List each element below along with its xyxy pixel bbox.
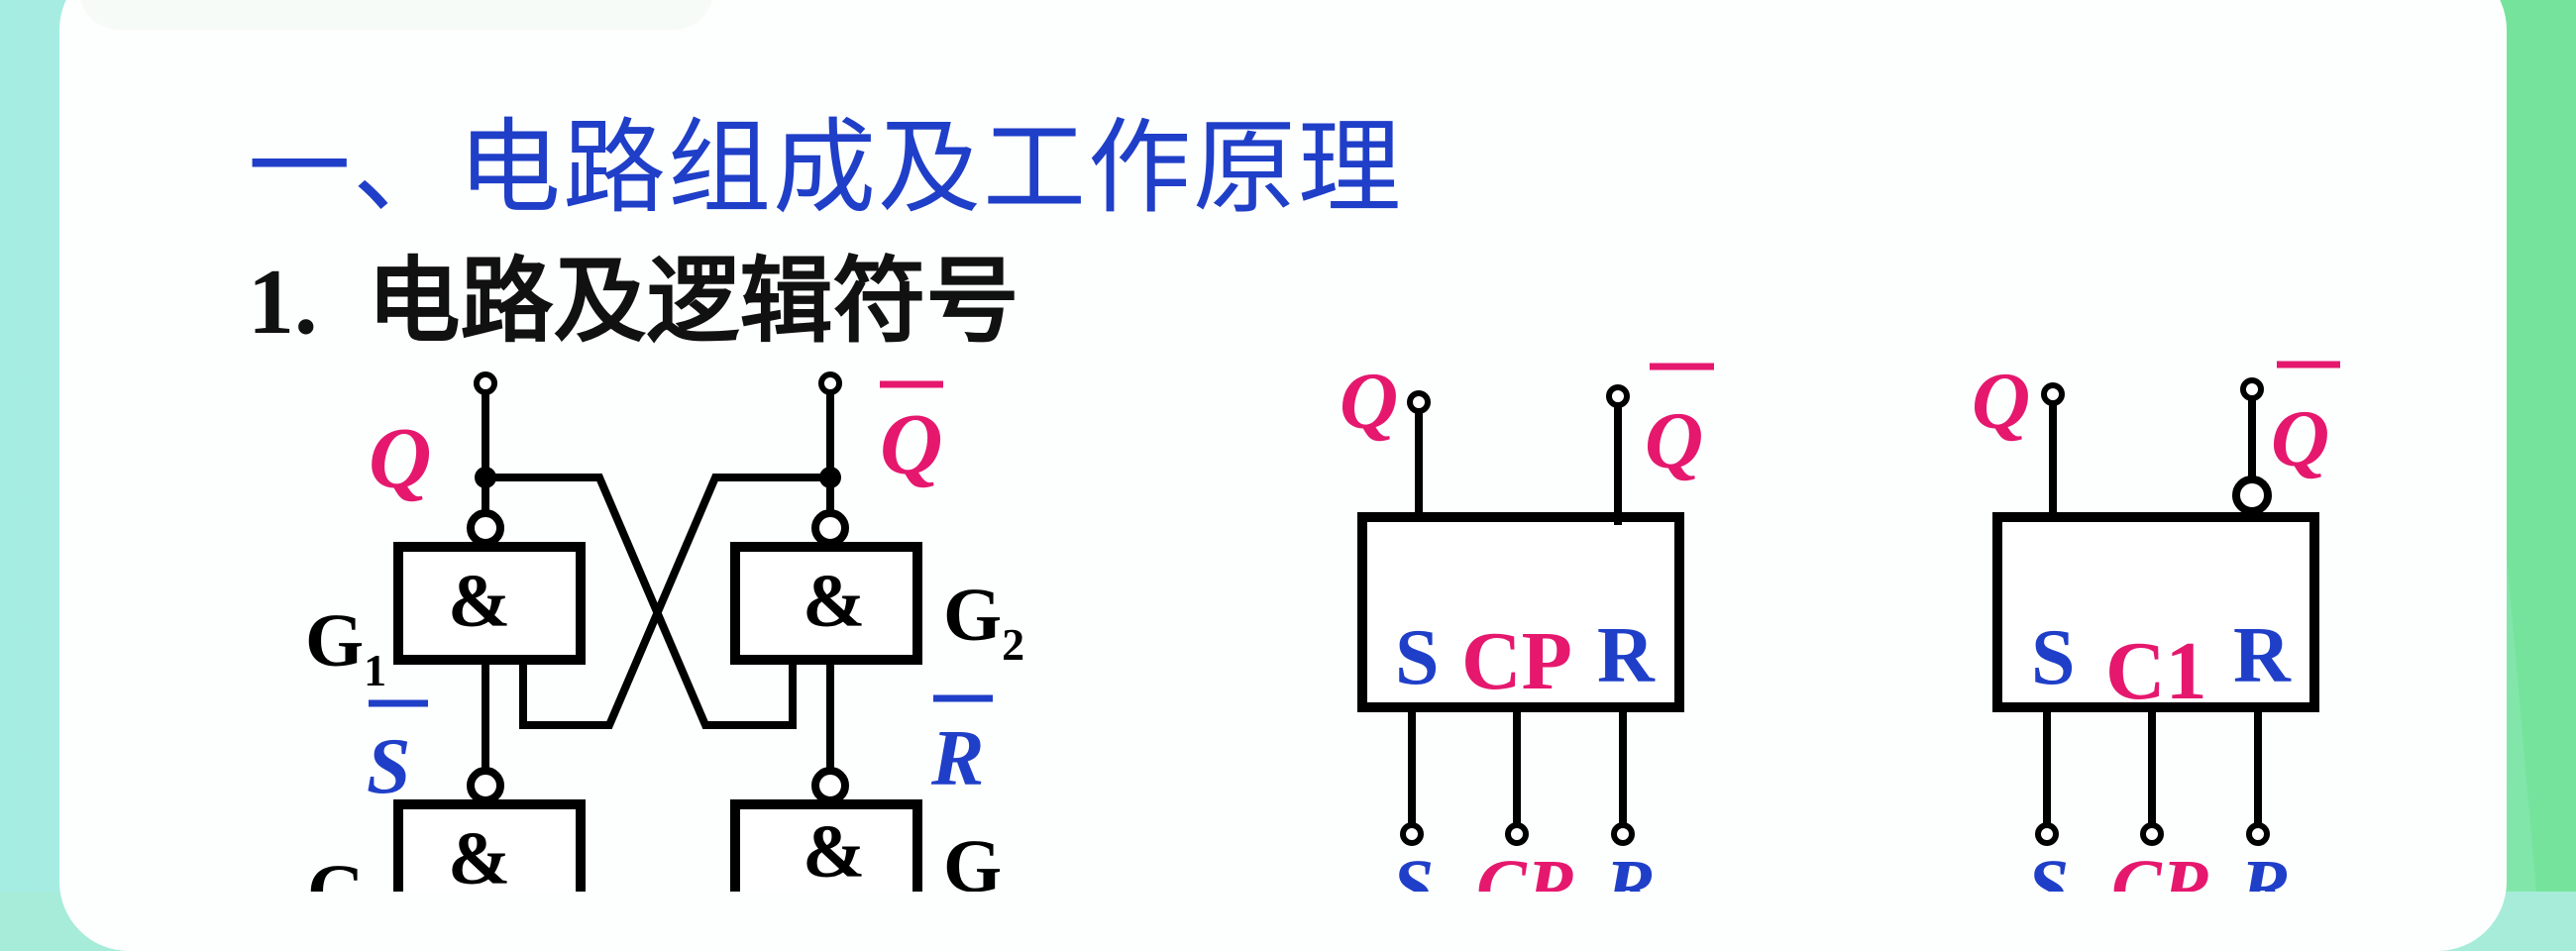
c1-input-s: S <box>2027 845 2069 892</box>
flip-flop-diagrams: & & & & Q Q G1 G2 G G S R Q Q S CP R <box>305 356 2340 892</box>
subsection-title: 电路及逻辑符号 <box>367 248 1020 356</box>
c1-input-r: R <box>2239 845 2291 892</box>
gate-g4-label: G <box>943 825 1002 892</box>
cp-pin-cp: CP <box>1461 615 1572 707</box>
c1-s-terminal <box>2035 822 2059 846</box>
logic-symbol-cp: Q Q S CP R S CP R <box>1340 356 1714 892</box>
c1-q-label: Q <box>1972 356 2030 446</box>
cross-coupling-wire-qbar <box>519 474 830 729</box>
cp-input-s: S <box>1392 845 1434 892</box>
cp-pin-s: S <box>1395 614 1440 701</box>
cp-r-terminal <box>1611 822 1635 846</box>
gate-g2-box <box>730 542 922 665</box>
c1-r-terminal <box>2246 822 2270 846</box>
subsection-number: 1. <box>248 251 318 354</box>
content-panel <box>59 0 2507 951</box>
q-output-terminal <box>474 371 497 395</box>
s-input-label: S <box>367 723 411 810</box>
c1-pin-r: R <box>2233 612 2292 699</box>
gate-g3-box <box>393 799 586 892</box>
gate-g1-box <box>393 542 586 665</box>
cp-pin-r: R <box>1597 612 1656 699</box>
c1-symbol-box <box>1992 512 2319 712</box>
cp-qbar-label: Q <box>1645 395 1703 485</box>
gate-g2-symbol: & <box>803 560 865 643</box>
gate-g1-label: G1 <box>305 599 386 695</box>
r-input-label: R <box>930 715 984 802</box>
subsection-heading: 1. 电路及逻辑符号 <box>248 226 1020 361</box>
g1-output-bubble <box>467 509 504 547</box>
c1-qbar-output-bubble <box>2232 476 2272 515</box>
gate-g3-label: G <box>307 850 366 892</box>
q-output-label: Q <box>369 411 432 507</box>
gate-g2-label: G2 <box>943 574 1024 670</box>
cp-q-label: Q <box>1340 356 1398 446</box>
section-heading: 一、电路组成及工作原理 <box>248 107 1404 228</box>
c1-q-terminal <box>2041 382 2065 406</box>
cp-qbar-terminal <box>1606 384 1630 408</box>
c1-qbar-terminal <box>2240 377 2264 401</box>
c1-qbar-label: Q <box>2271 393 2329 483</box>
gate-level-circuit: & & & & Q Q G1 G2 G G S R <box>305 371 1024 892</box>
g2-output-bubble <box>811 509 849 547</box>
cp-cp-terminal <box>1505 822 1529 846</box>
logic-symbol-c1: Q Q S C1 R S CP R <box>1972 356 2340 892</box>
g4-output-bubble <box>811 767 849 804</box>
gate-g4-box <box>730 799 922 892</box>
cp-input-r: R <box>1604 845 1656 892</box>
c1-pin-c1: C1 <box>2105 625 2207 717</box>
cross-coupling-wire-q <box>485 474 797 729</box>
g3-output-bubble <box>467 767 504 804</box>
c1-cp-terminal <box>2140 822 2164 846</box>
c1-input-cp: CP <box>2111 845 2208 892</box>
gate-g1-symbol: & <box>448 560 510 643</box>
cp-input-cp: CP <box>1476 845 1573 892</box>
title-banner-remnant <box>79 0 713 30</box>
c1-pin-s: S <box>2031 614 2076 701</box>
gate-g4-symbol: & <box>803 810 865 892</box>
cp-q-terminal <box>1407 390 1431 414</box>
gate-g3-symbol: & <box>448 817 510 892</box>
qbar-output-terminal <box>818 371 842 395</box>
cp-s-terminal <box>1400 822 1424 846</box>
qbar-output-label: Q <box>880 397 943 493</box>
cp-symbol-box <box>1357 512 1684 712</box>
